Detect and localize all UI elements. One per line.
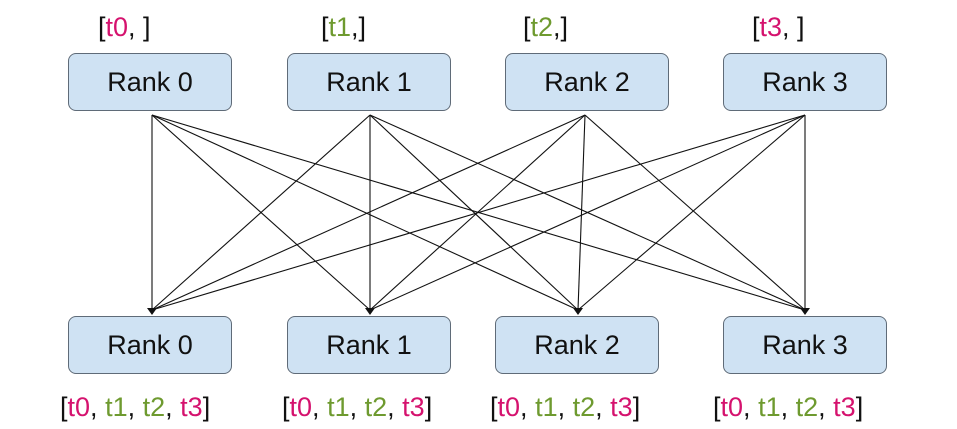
token-t0: t0 [497,392,521,422]
top-rank-box-3: Rank 3 [723,53,887,111]
token-t2: t2 [572,392,596,422]
token-t2: t2 [364,392,388,422]
arrowhead-0 [147,308,157,315]
arrowhead-3 [800,308,810,315]
bracket-close: , ] [782,12,805,42]
token-t0: t0 [105,12,129,42]
bottom-output-label-0: [t0, t1, t2, t3] [60,394,210,421]
edge-2-to-3 [584,114,806,311]
separator: , [90,392,106,422]
token-t1: t1 [535,392,558,422]
bracket-open: [ [713,392,721,422]
top-rank-box-2: Rank 2 [505,53,669,111]
token-t1: t1 [758,392,781,422]
bracket-close: , ] [128,12,151,42]
edge-1-to-2 [369,114,579,311]
bracket-close: ] [632,392,641,422]
token-t3: t3 [833,392,856,422]
separator: , [127,392,143,422]
separator: , [557,392,573,422]
bracket-close: ] [202,392,211,422]
top-rank-label-0: Rank 0 [107,66,193,97]
bottom-output-label-3: [t0, t1, t2, t3] [713,394,863,421]
top-rank-label-1: Rank 1 [326,66,412,97]
token-t1: t1 [327,392,350,422]
top-rank-label-3: Rank 3 [762,66,848,97]
separator: , [349,392,365,422]
separator: , [743,392,759,422]
bracket-open: [ [98,12,106,42]
bracket-close: ,] [553,12,569,42]
bottom-rank-box-2: Rank 2 [495,316,659,374]
separator: , [520,392,536,422]
top-rank-box-0: Rank 0 [68,53,232,111]
bottom-rank-box-0: Rank 0 [68,316,232,374]
bottom-rank-label-1: Rank 1 [326,329,412,360]
edge-3-to-2 [577,114,806,311]
token-t0: t0 [720,392,744,422]
bracket-open: [ [282,392,290,422]
arrowhead-2 [573,308,583,315]
bottom-rank-label-0: Rank 0 [107,329,193,360]
separator: , [312,392,328,422]
token-t2: t2 [142,392,166,422]
separator: , [818,392,834,422]
top-rank-box-1: Rank 1 [287,53,451,111]
token-t0: t0 [289,392,313,422]
edge-3-to-1 [369,114,806,311]
bracket-open: [ [523,12,531,42]
bottom-output-label-1: [t0, t1, t2, t3] [282,394,432,421]
token-t1: t1 [105,392,128,422]
edge-1-to-0 [151,114,371,311]
edge-2-to-0 [151,114,586,311]
token-t3: t3 [759,12,783,42]
bottom-rank-box-3: Rank 3 [723,316,887,374]
bottom-rank-box-1: Rank 1 [287,316,451,374]
bottom-rank-label-3: Rank 3 [762,329,848,360]
top-input-label-2: [t2,] [523,14,568,41]
bracket-open: [ [490,392,498,422]
bracket-close: ] [855,392,864,422]
bracket-close: ,] [351,12,367,42]
separator: , [165,392,181,422]
edge-3-to-0 [151,114,806,311]
separator: , [595,392,611,422]
bracket-open: [ [321,12,329,42]
bottom-output-label-2: [t0, t1, t2, t3] [490,394,640,421]
bracket-open: [ [60,392,68,422]
bottom-rank-label-2: Rank 2 [534,329,620,360]
token-t1: t1 [328,12,352,42]
token-t3: t3 [180,392,203,422]
separator: , [780,392,796,422]
edge-0-to-2 [151,114,579,311]
token-t2: t2 [795,392,819,422]
top-input-label-3: [t3, ] [752,14,805,41]
top-input-label-1: [t1,] [321,14,366,41]
top-rank-label-2: Rank 2 [544,66,630,97]
token-t3: t3 [402,392,425,422]
token-t2: t2 [530,12,554,42]
token-t3: t3 [610,392,633,422]
bracket-open: [ [752,12,760,42]
edge-2-to-2 [577,114,586,311]
top-input-label-0: [t0, ] [98,14,151,41]
bracket-close: ] [424,392,433,422]
arrowhead-1 [365,308,375,315]
token-t0: t0 [67,392,91,422]
separator: , [387,392,403,422]
